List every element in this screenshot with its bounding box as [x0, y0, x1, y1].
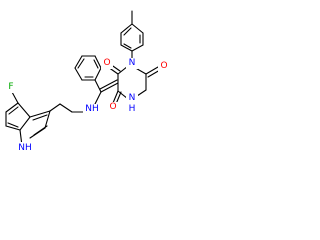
structure-canvas: F NH NH N N H O O O — [0, 0, 183, 176]
bond — [29, 110, 51, 118]
fluorine-atom: F — [8, 82, 13, 92]
bond — [11, 91, 19, 104]
bond — [7, 122, 19, 128]
atom-labels: F NH NH N N H O O O — [5, 58, 170, 153]
bond — [120, 44, 133, 52]
bond — [120, 23, 133, 34]
bond — [74, 55, 83, 69]
bond — [33, 125, 48, 136]
bond — [123, 27, 132, 36]
bond — [77, 58, 85, 69]
bond — [112, 90, 119, 104]
bond — [94, 91, 102, 105]
bond — [131, 44, 144, 52]
molecule-diagram: F NH NH N N H O O O — [5, 10, 170, 153]
bond — [94, 67, 102, 81]
bond — [145, 66, 159, 75]
bond — [74, 67, 83, 81]
imide-h-atom: H — [129, 104, 136, 114]
bond — [17, 102, 31, 118]
bond — [44, 110, 51, 129]
bond — [99, 79, 118, 90]
bond — [93, 59, 99, 69]
bond — [59, 103, 73, 113]
amine-nh-atom: NH — [85, 104, 99, 114]
bonds — [5, 10, 161, 147]
bond — [5, 125, 21, 131]
oxygen-bottom-atom: O — [109, 102, 116, 112]
imide-n-atom: N — [129, 93, 136, 103]
bond — [94, 55, 102, 69]
bond — [5, 102, 19, 113]
oxygen-top-atom: O — [103, 58, 110, 68]
bond — [32, 114, 48, 121]
bond — [131, 23, 144, 34]
bond — [49, 103, 61, 112]
oxygen-right-atom: O — [160, 61, 167, 71]
ring-n1-atom: N — [129, 58, 136, 68]
bond — [123, 43, 132, 49]
bond — [94, 79, 102, 93]
bond — [8, 106, 19, 115]
bond — [100, 82, 119, 93]
bond — [19, 116, 31, 131]
indole-nh-atom: NH — [18, 143, 32, 153]
